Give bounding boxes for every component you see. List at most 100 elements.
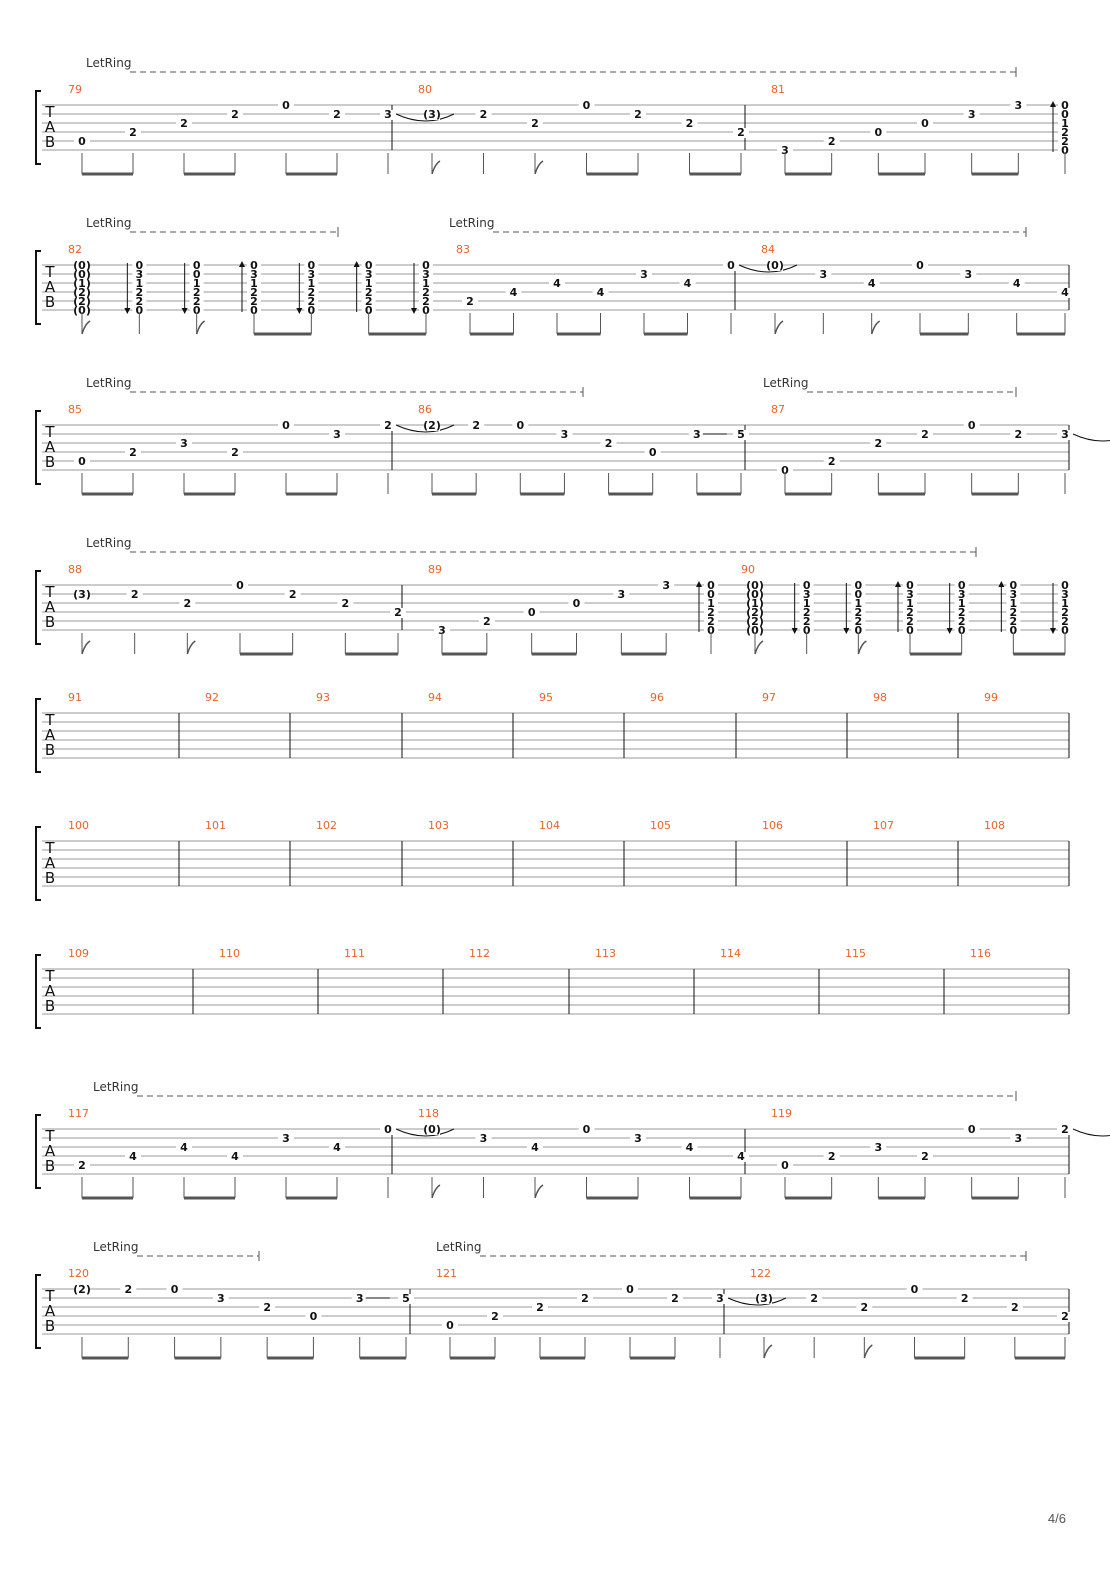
fret-bg [613, 590, 630, 600]
fret-bg [1057, 1312, 1073, 1322]
fret-number: 0 [250, 304, 258, 317]
fret-number: 0 [803, 579, 811, 592]
eighth-flag [863, 1344, 873, 1359]
fret-number: 0 [875, 126, 883, 139]
fret-bg [247, 306, 261, 316]
fret-number: 0 [446, 1319, 454, 1332]
fret-number: 4 [597, 286, 605, 299]
fret-number: 3 [308, 268, 316, 281]
fret-bg [863, 279, 880, 289]
fret-bg [630, 1134, 646, 1144]
fret-bg [304, 279, 319, 289]
fret-number: 0 [855, 579, 863, 592]
fret-bg [75, 306, 89, 316]
fret-bg [870, 128, 887, 138]
fret-number: 2 [1061, 606, 1069, 619]
fret-number: 0 [649, 446, 657, 459]
fret-bg [337, 599, 354, 609]
tab-clef-t: T [44, 711, 55, 729]
measure-number: 120 [68, 1267, 89, 1280]
fret-number: 2 [803, 606, 811, 619]
fret-bg [380, 110, 396, 120]
measure-number: 101 [205, 819, 226, 832]
fret-number: 3 [965, 268, 973, 281]
fret-number: 4 [868, 277, 876, 290]
fret-bg [912, 261, 928, 271]
fret-bg [679, 279, 696, 289]
fret-bg [870, 1143, 887, 1153]
tab-clef-a: A [45, 278, 56, 296]
fret-bg [851, 590, 866, 600]
measure-number: 116 [970, 947, 991, 960]
fret-number: 3 [716, 1292, 724, 1305]
fret-bg [132, 279, 147, 289]
measure-number: 105 [650, 819, 671, 832]
fret-bg [1058, 110, 1072, 120]
measure-number: 115 [845, 947, 866, 960]
fret-number: 3 [438, 624, 446, 637]
fret-number: 2 [1061, 615, 1069, 628]
fret-bg [304, 306, 319, 316]
fret-number: 2 [193, 295, 201, 308]
fret-number: 0 [78, 455, 86, 468]
fret-number: 2 [472, 419, 480, 432]
fret-number: 2 [671, 1292, 679, 1305]
fret-bg [903, 626, 917, 636]
fret-bg [132, 288, 147, 298]
fret-bg [799, 599, 814, 609]
fret-bg [1006, 617, 1021, 627]
measure-number: 122 [750, 1267, 771, 1280]
measure-number: 109 [68, 947, 89, 960]
fret-bg [1058, 128, 1072, 138]
fret-bg [304, 297, 319, 307]
fret-number: 1 [422, 277, 430, 290]
fret-number: 2 [1011, 1301, 1019, 1314]
fret-number: 2 [308, 295, 316, 308]
system-bracket [35, 570, 41, 645]
fret-bg [176, 119, 192, 129]
fret-number: 2 [1010, 615, 1018, 628]
fret-bg [75, 279, 89, 289]
fret-bg [733, 1152, 749, 1162]
fret-number: 0 [136, 259, 144, 272]
fret-bg [1058, 101, 1072, 111]
fret-bg [75, 261, 89, 271]
fret-number: 1 [803, 597, 811, 610]
strum-arrow [1050, 628, 1056, 634]
tab-clef-b: B [45, 869, 55, 887]
fret-number: 2 [483, 615, 491, 628]
fret-number: (0) [73, 259, 91, 272]
fret-bg [704, 599, 718, 609]
fret-bg [777, 1161, 793, 1171]
tab-clef-b: B [45, 997, 55, 1015]
strum-arrow [353, 261, 360, 267]
fret-number: 0 [1010, 579, 1018, 592]
fret-number: 0 [516, 419, 524, 432]
fret-number: (0) [73, 304, 91, 317]
fret-bg [227, 448, 243, 458]
fret-number: 2 [180, 117, 188, 130]
fret-bg [954, 608, 969, 618]
fret-bg [903, 599, 917, 609]
fret-number: 2 [466, 295, 474, 308]
strum-arrow [843, 628, 850, 634]
let-ring-label: LetRing [86, 216, 131, 230]
fret-bg [917, 430, 933, 440]
fret-number: 4 [129, 1150, 137, 1163]
tab-clef-a: A [45, 118, 56, 136]
fret-bg [361, 279, 376, 289]
fret-number: 2 [605, 437, 613, 450]
measure-number: 119 [771, 1107, 792, 1120]
fret-bg [419, 279, 433, 289]
fret-number: 0 [968, 1123, 976, 1136]
fret-number: 0 [626, 1283, 634, 1296]
fret-number: 2 [342, 597, 350, 610]
fret-bg [305, 1312, 322, 1322]
fret-bg [419, 306, 433, 316]
fret-bg [704, 626, 718, 636]
fret-bg [132, 270, 147, 280]
fret-bg [748, 608, 762, 618]
fret-bg [1058, 626, 1072, 636]
measure-number: 81 [771, 83, 785, 96]
fret-number: 0 [422, 304, 430, 317]
